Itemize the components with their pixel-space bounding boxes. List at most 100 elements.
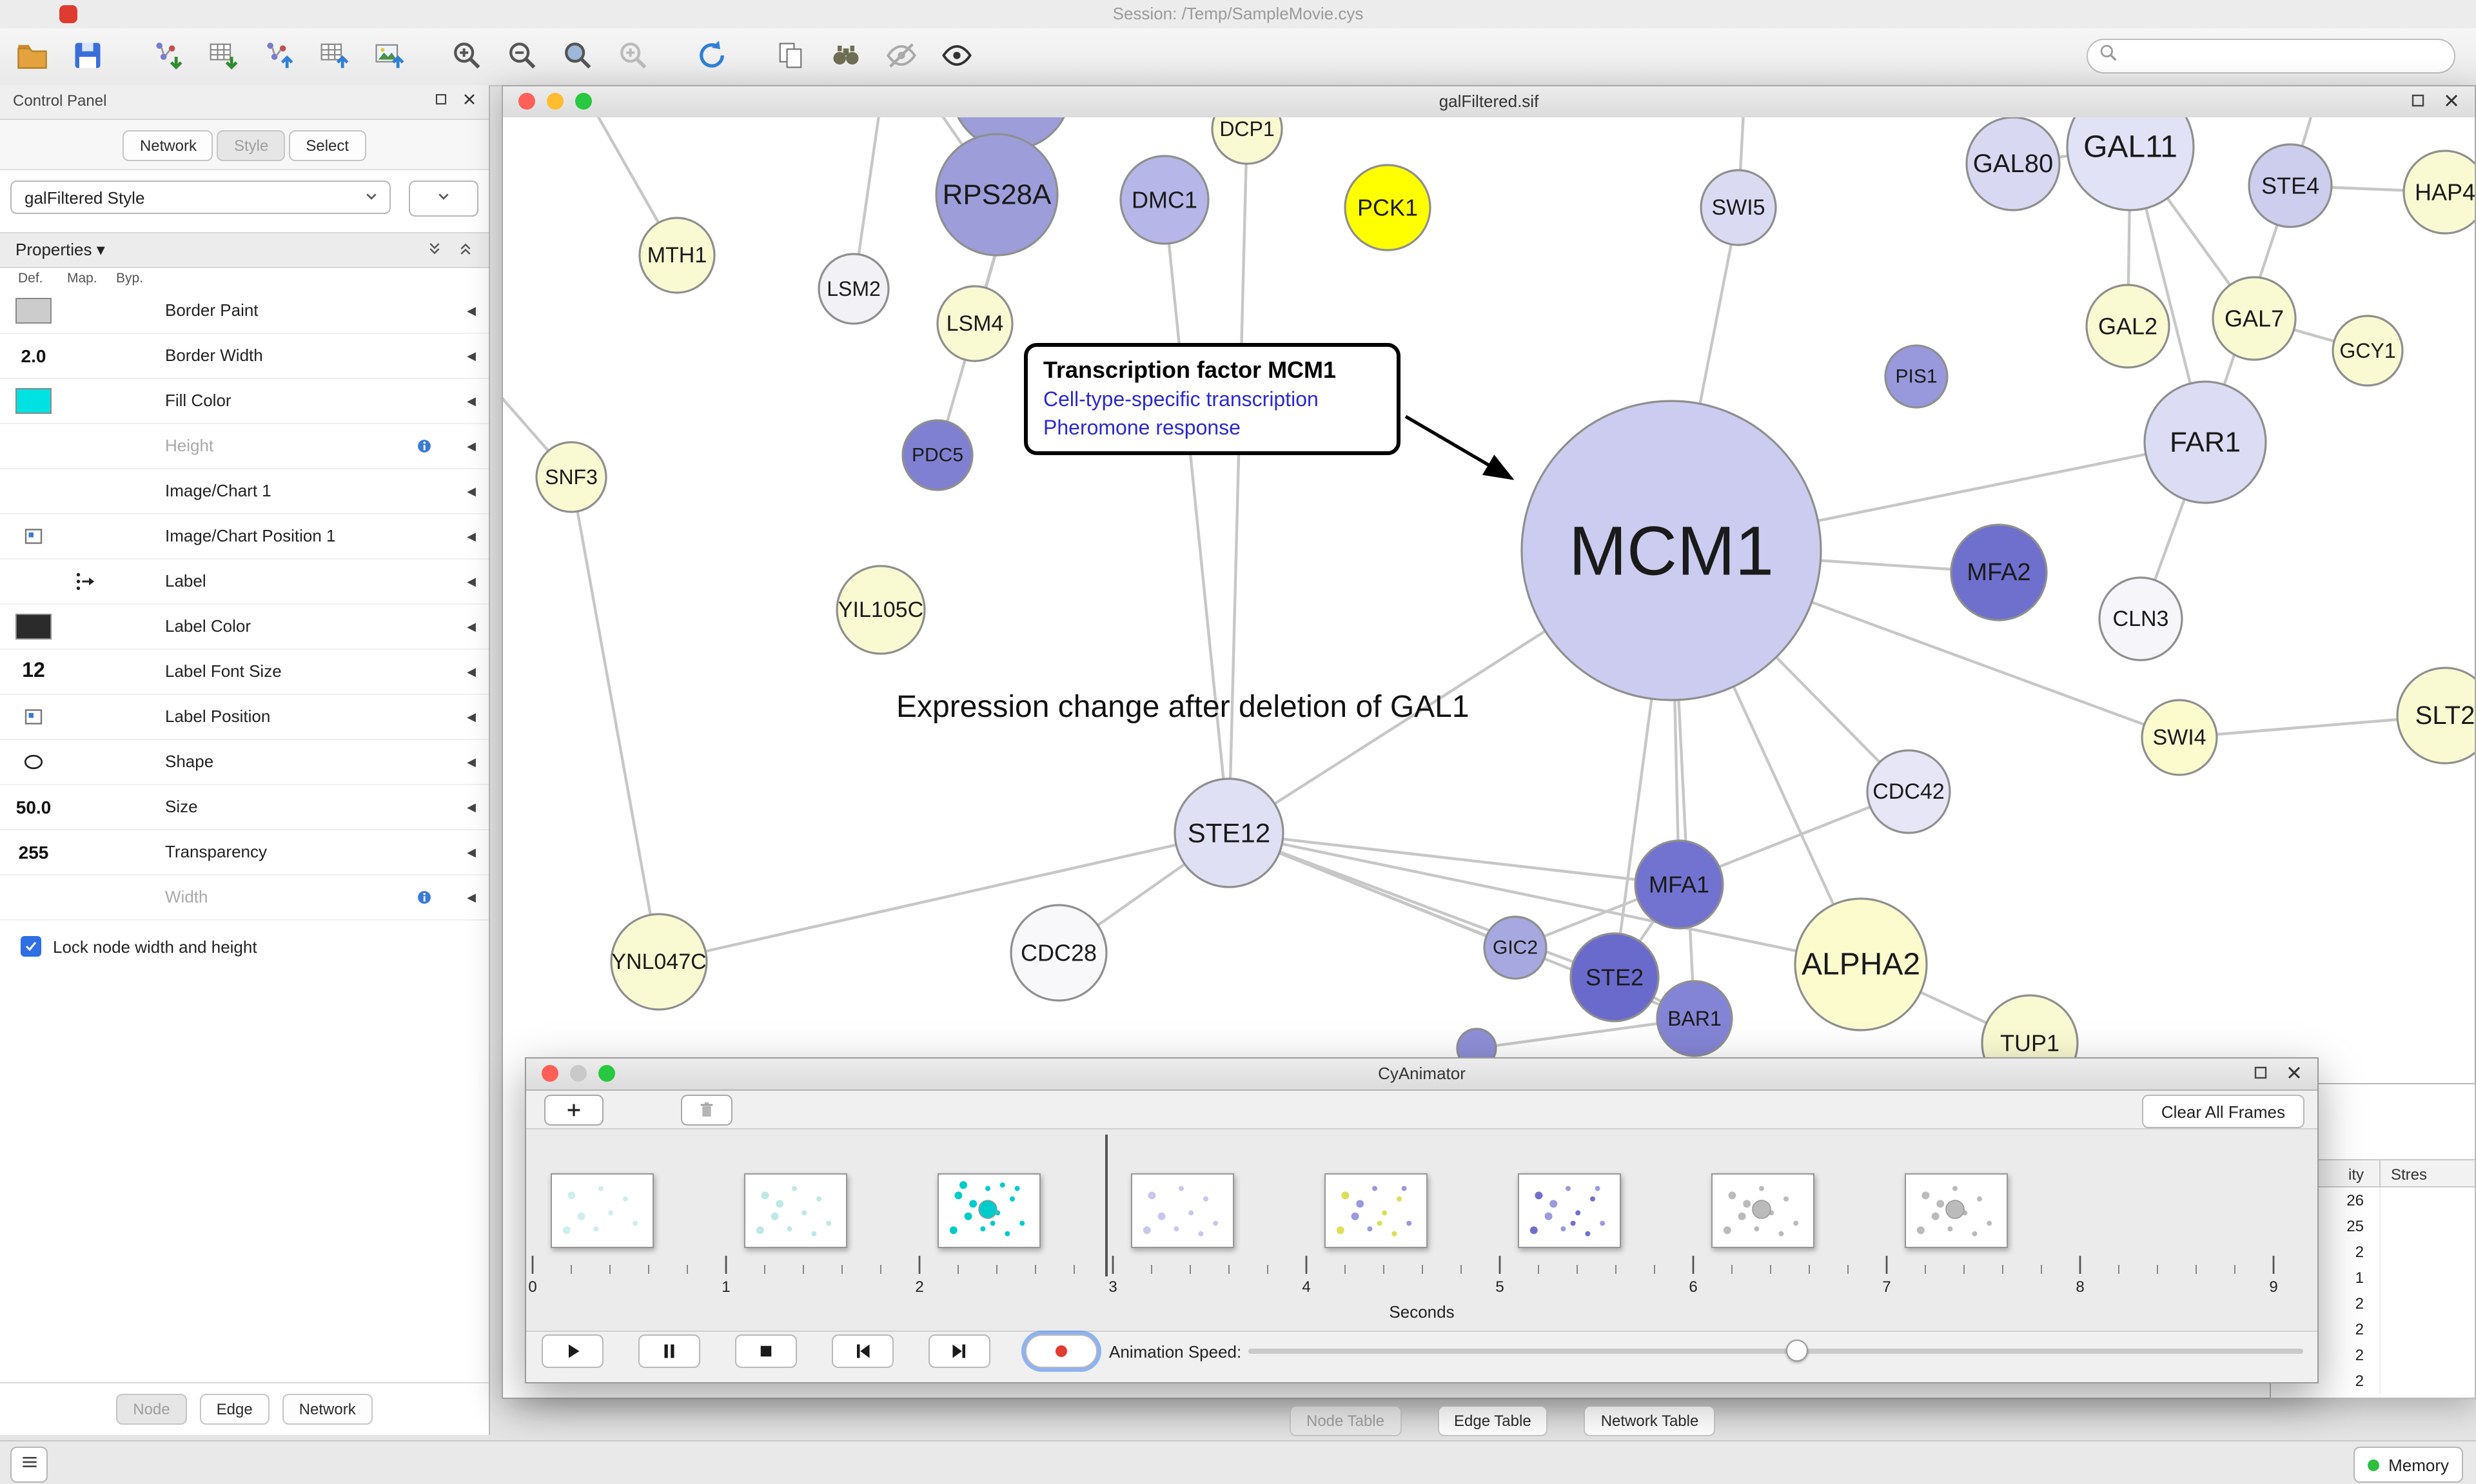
zoom-selected-icon[interactable] (611, 34, 655, 77)
property-row-transparency[interactable]: 255Transparency◀ (0, 830, 489, 875)
mapping-value-height[interactable] (62, 424, 108, 468)
clear-all-frames-button[interactable]: Clear All Frames (2142, 1095, 2304, 1128)
default-value-transparency[interactable]: 255 (10, 830, 57, 874)
open-session-icon[interactable] (10, 34, 54, 77)
property-row-shape[interactable]: Shape◀ (0, 740, 489, 785)
frame-thumbnail-3[interactable] (938, 1173, 1041, 1248)
mapping-value-size[interactable] (62, 785, 108, 829)
lock-size-checkbox[interactable] (21, 936, 41, 957)
style-select[interactable]: galFiltered Style (10, 181, 391, 214)
default-value-border-paint[interactable] (10, 289, 57, 333)
mapping-value-image-chart-1[interactable] (62, 469, 108, 513)
float-window-icon[interactable] (2408, 90, 2428, 117)
mapping-value-label[interactable] (62, 560, 108, 603)
graph-edge[interactable] (571, 477, 659, 962)
pause-button[interactable] (638, 1334, 700, 1368)
cyanimator-titlebar[interactable]: CyAnimator (526, 1059, 2317, 1091)
close-view-icon[interactable] (2284, 1062, 2304, 1089)
property-row-label-color[interactable]: Label Color◀ (0, 605, 489, 650)
expand-property-icon[interactable]: ◀ (467, 485, 476, 499)
expand-all-icon[interactable] (455, 239, 476, 266)
frame-thumbnail-2[interactable] (744, 1173, 847, 1248)
delete-frame-button[interactable] (681, 1095, 732, 1126)
default-value-height[interactable] (10, 424, 57, 468)
expand-property-icon[interactable]: ◀ (467, 756, 476, 770)
default-value-fill-color[interactable] (10, 379, 57, 423)
property-row-fill-color[interactable]: Fill Color◀ (0, 379, 489, 424)
property-row-label[interactable]: Label◀ (0, 560, 489, 605)
annotation-box[interactable]: Transcription factor MCM1 Cell-type-spec… (1024, 343, 1400, 455)
skip-end-button[interactable] (928, 1334, 990, 1368)
frame-thumbnail-1[interactable] (551, 1173, 654, 1248)
search-box[interactable] (2087, 39, 2455, 73)
export-table-icon[interactable] (311, 34, 355, 77)
expand-property-icon[interactable]: ◀ (467, 304, 476, 318)
mapping-value-label-position[interactable] (62, 695, 108, 739)
frame-thumbnail-4[interactable] (1131, 1173, 1234, 1248)
search-input[interactable] (2119, 45, 2454, 67)
default-value-size[interactable]: 50.0 (10, 785, 57, 829)
stop-button[interactable] (735, 1334, 797, 1368)
skip-start-button[interactable] (832, 1334, 894, 1368)
default-value-label-font-size[interactable]: 12 (10, 650, 57, 694)
frame-timeline[interactable]: 0123456789 Seconds (526, 1128, 2317, 1332)
close-view-icon[interactable] (2441, 90, 2462, 117)
import-network-icon[interactable] (144, 34, 188, 77)
memory-button[interactable]: Memory (2353, 1447, 2463, 1483)
copy-icon[interactable] (769, 34, 812, 77)
default-value-image-chart-1[interactable] (10, 469, 57, 513)
property-row-image-chart-position-1[interactable]: Image/Chart Position 1◀ (0, 514, 489, 560)
record-button[interactable] (1025, 1334, 1097, 1368)
default-value-shape[interactable] (10, 740, 57, 784)
zoom-fit-icon[interactable] (556, 34, 600, 77)
expand-property-icon[interactable]: ◀ (467, 349, 476, 364)
property-row-image-chart-1[interactable]: Image/Chart 1◀ (0, 469, 489, 514)
mapping-value-label-color[interactable] (62, 605, 108, 649)
show-details-icon[interactable] (935, 34, 979, 77)
graph-edge[interactable] (1229, 129, 1247, 833)
property-row-label-font-size[interactable]: 12Label Font Size◀ (0, 650, 489, 695)
add-frame-button[interactable] (544, 1095, 604, 1126)
tab-style[interactable]: Style (217, 130, 285, 161)
mapping-value-border-width[interactable] (62, 334, 108, 378)
mapping-value-transparency[interactable] (62, 830, 108, 874)
default-value-label[interactable] (10, 560, 57, 603)
frame-thumbnail-8[interactable] (1905, 1173, 2008, 1248)
properties-header[interactable]: Properties ▾ (0, 232, 489, 268)
panel-tab-network[interactable]: Network (282, 1394, 373, 1425)
expand-property-icon[interactable]: ◀ (467, 846, 476, 860)
play-button[interactable] (542, 1334, 604, 1368)
import-table-icon[interactable] (200, 34, 244, 77)
mapping-value-border-paint[interactable] (62, 289, 108, 333)
automation-panel-button[interactable] (10, 1447, 48, 1483)
property-row-label-position[interactable]: Label Position◀ (0, 695, 489, 740)
expand-property-icon[interactable]: ◀ (467, 530, 476, 544)
property-row-height[interactable]: Height◀ (0, 424, 489, 469)
mapping-value-width[interactable] (62, 875, 108, 919)
float-window-icon[interactable] (432, 90, 450, 115)
table-tab-node-table[interactable]: Node Table (1290, 1405, 1401, 1436)
style-options-button[interactable] (409, 181, 478, 217)
frame-thumbnail-7[interactable] (1711, 1173, 1814, 1248)
animation-speed-thumb[interactable] (1785, 1340, 1807, 1362)
default-value-label-position[interactable] (10, 695, 57, 739)
expand-property-icon[interactable]: ◀ (467, 710, 476, 725)
animation-speed-slider[interactable] (1248, 1349, 2303, 1354)
expand-property-icon[interactable]: ◀ (467, 891, 476, 905)
find-network-icon[interactable] (824, 34, 868, 77)
export-network-icon[interactable] (255, 34, 299, 77)
annotation-arrow[interactable] (1406, 416, 1511, 478)
default-value-border-width[interactable]: 2.0 (10, 334, 57, 378)
table-column-header[interactable]: Stres (2379, 1160, 2475, 1186)
float-window-icon[interactable] (2250, 1062, 2271, 1089)
expand-property-icon[interactable]: ◀ (467, 620, 476, 634)
expand-property-icon[interactable]: ◀ (467, 395, 476, 409)
zoom-out-icon[interactable] (500, 34, 544, 77)
annotation-caption[interactable]: Expression change after deletion of GAL1 (896, 690, 1469, 726)
property-row-border-paint[interactable]: Border Paint◀ (0, 289, 489, 334)
tab-network[interactable]: Network (123, 130, 213, 161)
property-row-size[interactable]: 50.0Size◀ (0, 785, 489, 830)
save-session-icon[interactable] (66, 34, 110, 77)
mapping-value-fill-color[interactable] (62, 379, 108, 423)
expand-property-icon[interactable]: ◀ (467, 575, 476, 589)
